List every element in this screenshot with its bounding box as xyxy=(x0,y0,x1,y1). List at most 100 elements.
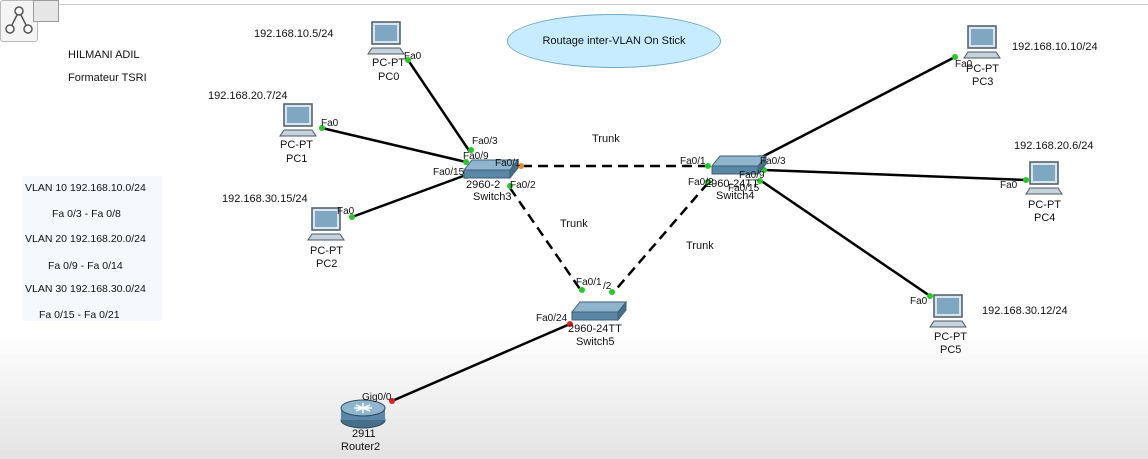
router-port-gig00: Gig0/0 xyxy=(362,392,392,403)
link-status-router-gig00 xyxy=(389,398,395,404)
pc2-name: PC2 xyxy=(316,258,338,270)
pc0-port-label: Fa0 xyxy=(404,51,422,62)
sw3-port-fa03: Fa0/3 xyxy=(472,136,498,147)
link-status-sw3-fa01 xyxy=(518,163,524,169)
pc0-ip-label[interactable]: 192.168.10.5/24 xyxy=(254,28,334,40)
pc2-type: PC-PT xyxy=(310,245,343,257)
switch3-device[interactable] xyxy=(462,158,520,185)
sw4-port-fa01: Fa0/1 xyxy=(680,156,706,167)
title-note[interactable]: Routage inter-VLAN On Stick xyxy=(507,14,721,68)
pc4-device[interactable] xyxy=(1024,160,1064,205)
vlan-10-ports: Fa 0/3 - Fa 0/8 xyxy=(52,208,121,220)
toolbar-divider xyxy=(0,4,1148,5)
pc1-ip-label[interactable]: 192.168.20.7/24 xyxy=(208,90,288,102)
pc4-ip-label[interactable]: 192.168.20.6/24 xyxy=(1014,140,1094,152)
pc-icon xyxy=(1025,161,1063,195)
wire-trunk-sw3-sw5 xyxy=(508,187,584,293)
link-status-sw5-fa01 xyxy=(579,287,585,293)
vlan-10-range: VLAN 10 192.168.10.0/24 xyxy=(25,182,146,194)
trunk-label-sw3-sw4: Trunk xyxy=(592,133,620,145)
pc-icon xyxy=(307,207,345,241)
sw4-port-fa09: Fa0/9 xyxy=(739,170,765,181)
router2-device[interactable] xyxy=(338,396,388,435)
link-status-pc1 xyxy=(319,125,325,131)
trunk-label-sw4-sw5: Trunk xyxy=(686,240,714,252)
link-status-pc3 xyxy=(952,54,958,60)
pc1-device[interactable] xyxy=(278,102,318,147)
pc3-name: PC3 xyxy=(972,76,994,88)
pc0-device[interactable] xyxy=(366,20,406,65)
pc-icon xyxy=(367,21,405,55)
router-name: Router2 xyxy=(341,441,381,453)
link-status-sw3-fa09 xyxy=(463,159,469,165)
pc5-ip-label[interactable]: 192.168.30.12/24 xyxy=(982,305,1068,317)
pc0-type: PC-PT xyxy=(372,57,405,69)
wire-pc1-sw3 xyxy=(321,126,467,164)
window-icon-button[interactable] xyxy=(33,0,59,22)
vlan-20-range: VLAN 20 192.168.20.0/24 xyxy=(25,233,146,245)
pc2-port-label: Fa0 xyxy=(337,206,355,217)
wire-sw4-pc5 xyxy=(759,178,931,298)
pc3-device[interactable] xyxy=(962,24,1002,69)
title-text: Routage inter-VLAN On Stick xyxy=(542,35,686,47)
vlan-20-ports: Fa 0/9 - Fa 0/14 xyxy=(48,260,123,272)
switch-icon xyxy=(462,158,520,180)
wire-pc0-sw3 xyxy=(406,59,472,153)
pc1-type: PC-PT xyxy=(280,139,313,151)
link-status-sw4-fa015 xyxy=(757,178,763,184)
link-status-sw4-fa01 xyxy=(705,163,711,169)
wire-pc2-sw3 xyxy=(351,173,467,219)
sw3-port-fa09: Fa0/9 xyxy=(463,151,489,162)
wire-trunk-sw4-sw5 xyxy=(611,182,709,295)
pc3-ip-label[interactable]: 192.168.10.10/24 xyxy=(1012,41,1098,53)
vlan-notes[interactable]: VLAN 10 192.168.10.0/24 Fa 0/3 - Fa 0/8 … xyxy=(22,176,162,321)
topology-tool-button[interactable] xyxy=(0,0,38,42)
switch5-name: Switch5 xyxy=(576,336,615,348)
sw3-port-fa01: Fa0/1 xyxy=(495,158,521,169)
link-status-pc4 xyxy=(1023,177,1029,183)
router-icon xyxy=(340,399,386,429)
sw5-port-fa024: Fa0/24 xyxy=(536,313,568,324)
pc3-port-label: Fa0 xyxy=(955,59,973,70)
switch4-model: 2960-24TT xyxy=(705,178,759,190)
sw4-port-fa015: Fa0/15 xyxy=(728,183,760,194)
link-status-sw5-fa024 xyxy=(567,321,573,327)
link-status-sw4-fa02 xyxy=(705,179,711,185)
sw4-port-fa03: Fa0/3 xyxy=(760,156,786,167)
sw5-port-fa02: /2 xyxy=(603,281,612,292)
pc1-port-label: Fa0 xyxy=(321,118,339,129)
pc5-port-label: Fa0 xyxy=(910,296,928,307)
sw3-port-fa02: Fa0/2 xyxy=(510,180,536,191)
switch4-device[interactable] xyxy=(710,154,768,181)
trunk-label-sw3-sw5: Trunk xyxy=(560,218,588,230)
switch-icon xyxy=(570,300,628,322)
link-status-pc2 xyxy=(349,214,355,220)
pc-icon xyxy=(929,294,967,328)
link-status-sw3-fa03 xyxy=(468,147,474,153)
switch4-name: Switch4 xyxy=(716,190,755,202)
switch3-model: 2960-2 xyxy=(466,179,501,191)
network-graph-icon xyxy=(5,6,33,34)
author-role: Formateur TSRI xyxy=(68,72,147,84)
router-model: 2911 xyxy=(352,428,376,440)
link-status-pc5 xyxy=(927,293,933,299)
vlan-30-range: VLAN 30 192.168.30.0/24 xyxy=(25,283,146,295)
pc-icon xyxy=(963,25,1001,59)
switch5-device[interactable] xyxy=(570,300,628,327)
wire-sw4-pc3 xyxy=(759,55,956,160)
switch-icon xyxy=(710,154,768,176)
pc5-device[interactable] xyxy=(928,293,968,338)
pc2-device[interactable] xyxy=(306,206,346,251)
pc-icon xyxy=(279,103,317,137)
pc4-port-label: Fa0 xyxy=(1000,180,1018,191)
vlan-30-ports: Fa 0/15 - Fa 0/21 xyxy=(39,309,120,321)
pc1-name: PC1 xyxy=(286,153,308,165)
link-status-sw3-fa02 xyxy=(507,183,513,189)
pc2-ip-label[interactable]: 192.168.30.15/24 xyxy=(222,193,308,205)
sw3-port-fa015: Fa0/15 xyxy=(433,167,465,178)
switch3-name: Switch3 xyxy=(473,191,512,203)
pc5-name: PC5 xyxy=(940,344,962,356)
switch5-model: 2960-24TT xyxy=(568,323,622,335)
